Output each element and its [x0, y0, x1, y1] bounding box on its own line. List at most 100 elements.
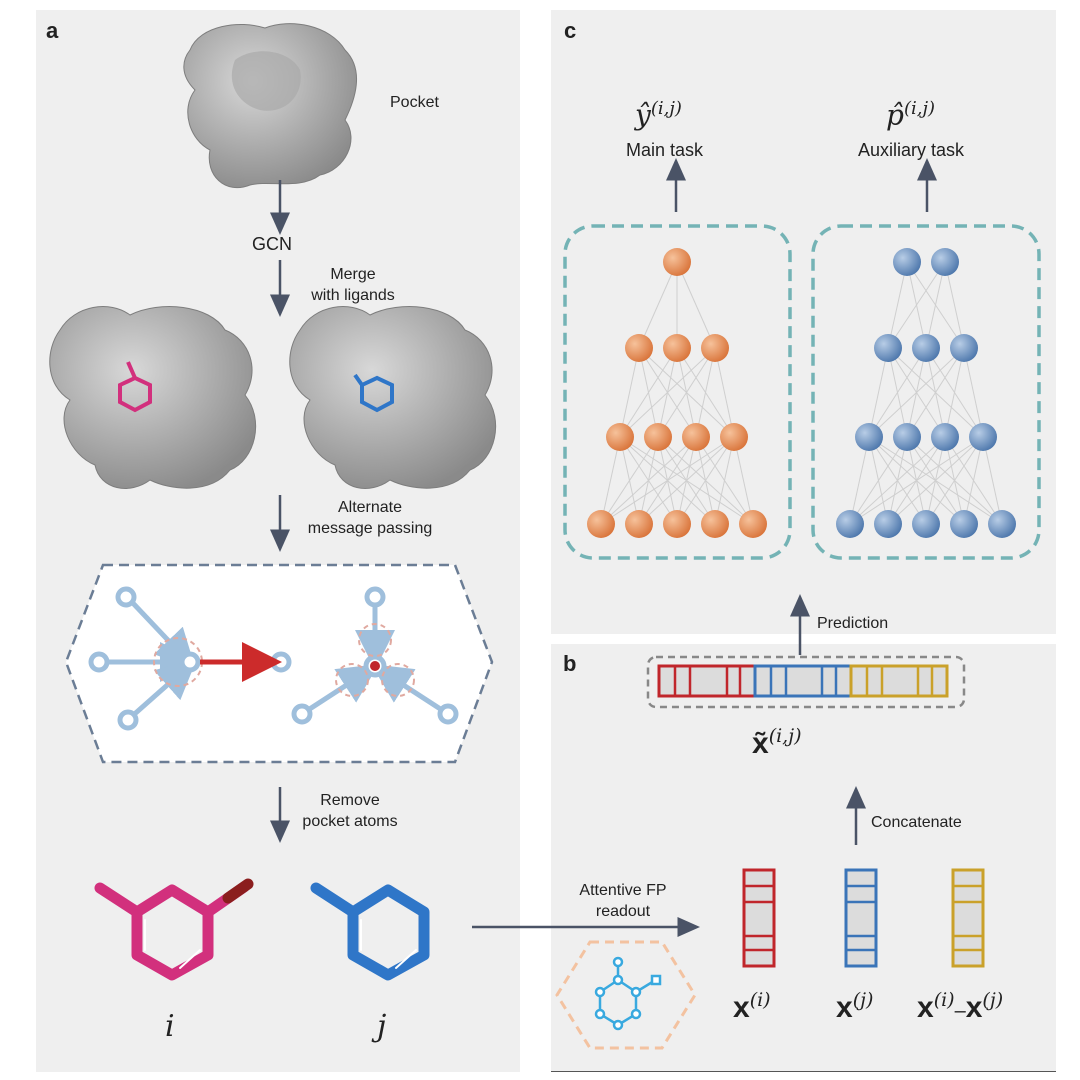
readout-label-line1: Attentive FP	[579, 882, 667, 899]
main-net-edge	[619, 347, 716, 438]
vector-i-label: x(i)	[733, 980, 771, 1028]
vector-diff-sup1: (i)	[933, 989, 955, 1011]
ligand-j-label: j	[377, 1009, 387, 1044]
main-net-edge	[695, 347, 716, 438]
remove-label-line2: pocket atoms	[302, 813, 398, 830]
main-net-edge	[657, 347, 716, 438]
vector-j-sup: (j)	[852, 989, 874, 1011]
aux-net-node	[912, 510, 940, 538]
aux-net-edge	[925, 436, 984, 525]
main-net-edge	[714, 347, 735, 438]
main-net-edge	[600, 436, 735, 525]
main-net-edge	[619, 347, 678, 438]
aux-task-label: Auxiliary task	[858, 140, 965, 160]
main-net-edge	[733, 436, 754, 525]
main-net-edge	[714, 436, 735, 525]
aux-task-network	[836, 248, 1016, 538]
vector-j-label: x(j)	[836, 980, 873, 1028]
aux-net-edge	[887, 436, 984, 525]
alternate-label-line1: Alternate	[337, 499, 403, 516]
aux-symbol: p̂	[886, 98, 904, 132]
panel-c-label: c	[564, 18, 577, 43]
main-net-node	[720, 423, 748, 451]
main-net-node	[701, 334, 729, 362]
remove-label-line1: Remove	[320, 792, 380, 809]
vector-j-base: x	[836, 991, 853, 1024]
center-node-red	[370, 661, 380, 671]
aux-net-edge	[849, 436, 908, 525]
aux-net-edge	[963, 436, 984, 525]
main-net-node	[663, 334, 691, 362]
aux-net-node	[893, 423, 921, 451]
alternate-label-line2: message passing	[307, 520, 433, 537]
aux-net-edge	[887, 261, 908, 349]
aux-net-node	[874, 510, 902, 538]
merge-label: Merge with ligands	[293, 264, 413, 306]
aux-net-edge	[868, 347, 965, 438]
merge-label-line2: with ligands	[311, 287, 395, 304]
aux-net-node	[950, 510, 978, 538]
aux-net-node	[893, 248, 921, 276]
panel-a-label: a	[46, 18, 59, 43]
aux-net-edge	[944, 347, 965, 438]
main-net-node	[739, 510, 767, 538]
main-net-node	[625, 510, 653, 538]
vector-i	[742, 868, 776, 968]
readout-label-line2: readout	[595, 903, 651, 920]
main-net-node	[644, 423, 672, 451]
main-net-edge	[638, 436, 735, 525]
gcn-label: GCN	[252, 234, 292, 254]
message-passing-right	[291, 586, 459, 725]
aux-net-node	[874, 334, 902, 362]
main-net-edge	[600, 436, 659, 525]
main-net-edge	[619, 347, 640, 438]
concatenate-label: Concatenate	[871, 814, 962, 831]
ligand-i-molecule	[94, 878, 254, 981]
aux-net-node	[836, 510, 864, 538]
aux-net-node	[931, 248, 959, 276]
vector-diff-minus: –	[954, 1000, 966, 1022]
prediction-label: Prediction	[817, 615, 889, 632]
main-net-node	[625, 334, 653, 362]
molecule-graph-icon	[594, 956, 662, 1031]
readout-label: Attentive FP readout	[568, 880, 678, 922]
aux-net-node	[950, 334, 978, 362]
aux-net-edge	[849, 436, 984, 525]
aux-net-edge	[925, 261, 946, 349]
aux-net-edge	[944, 261, 965, 349]
combined-vector-label: x̃(i,j)	[752, 718, 802, 762]
aux-net-node	[969, 423, 997, 451]
main-net-node	[701, 510, 729, 538]
combined-vector	[657, 664, 949, 698]
main-net-node	[606, 423, 634, 451]
merge-label-line1: Merge	[330, 266, 376, 283]
remove-label: Remove pocket atoms	[285, 790, 415, 832]
vector-i-sup: (i)	[749, 989, 771, 1011]
pocket-with-ligand-j	[289, 306, 497, 489]
vector-j	[844, 868, 878, 968]
ligand-j-molecule	[310, 882, 430, 981]
main-net-edge	[600, 436, 697, 525]
vector-diff-base2: x	[965, 991, 983, 1024]
aux-net-node	[855, 423, 883, 451]
pocket-label: Pocket	[390, 94, 439, 111]
pocket-surface	[183, 23, 358, 188]
aux-net-edge	[906, 347, 965, 438]
combined-vector-symbol: x̃	[752, 727, 769, 760]
panel-b-label: b	[563, 651, 577, 676]
ligand-i-label: i	[165, 1009, 175, 1044]
aux-net-edge	[868, 347, 927, 438]
aux-net-edge	[868, 347, 889, 438]
main-net-node	[663, 510, 691, 538]
alternate-label: Alternate message passing	[300, 497, 440, 539]
vector-diff	[951, 868, 985, 968]
pocket-with-ligand-i	[49, 306, 257, 489]
main-net-node	[663, 248, 691, 276]
vector-i-base: x	[733, 991, 750, 1024]
aux-net-node	[912, 334, 940, 362]
aux-output-symbol: p̂(i,j)	[886, 92, 935, 132]
main-net-node	[587, 510, 615, 538]
vector-diff-sup2: (j)	[982, 989, 1004, 1011]
main-task-network-box	[563, 224, 792, 560]
